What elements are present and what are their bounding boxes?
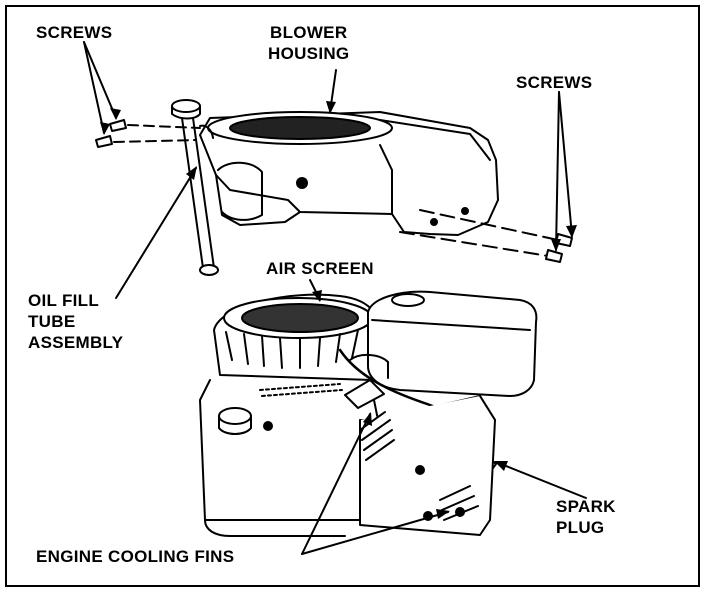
engine-block-part — [199, 290, 538, 537]
oil-fill-tube-part — [171, 99, 219, 276]
label-screws-left: SCREWS — [36, 23, 113, 42]
screws-left-part — [95, 119, 201, 148]
blower-housing-part — [199, 111, 499, 236]
label-air-screen: AIR SCREEN — [266, 259, 374, 278]
label-engine-cooling-fins: ENGINE COOLING FINS — [36, 547, 235, 566]
label-oil-fill-tube: OIL FILL TUBE ASSEMBLY — [28, 291, 124, 352]
label-spark-plug: SPARK PLUG — [556, 497, 616, 537]
label-blower-housing: BLOWER HOUSING — [268, 23, 350, 63]
screws-right-part — [399, 209, 573, 263]
leader-lines — [83, 41, 587, 555]
label-screws-right: SCREWS — [516, 73, 593, 92]
arrowheads — [100, 101, 577, 519]
